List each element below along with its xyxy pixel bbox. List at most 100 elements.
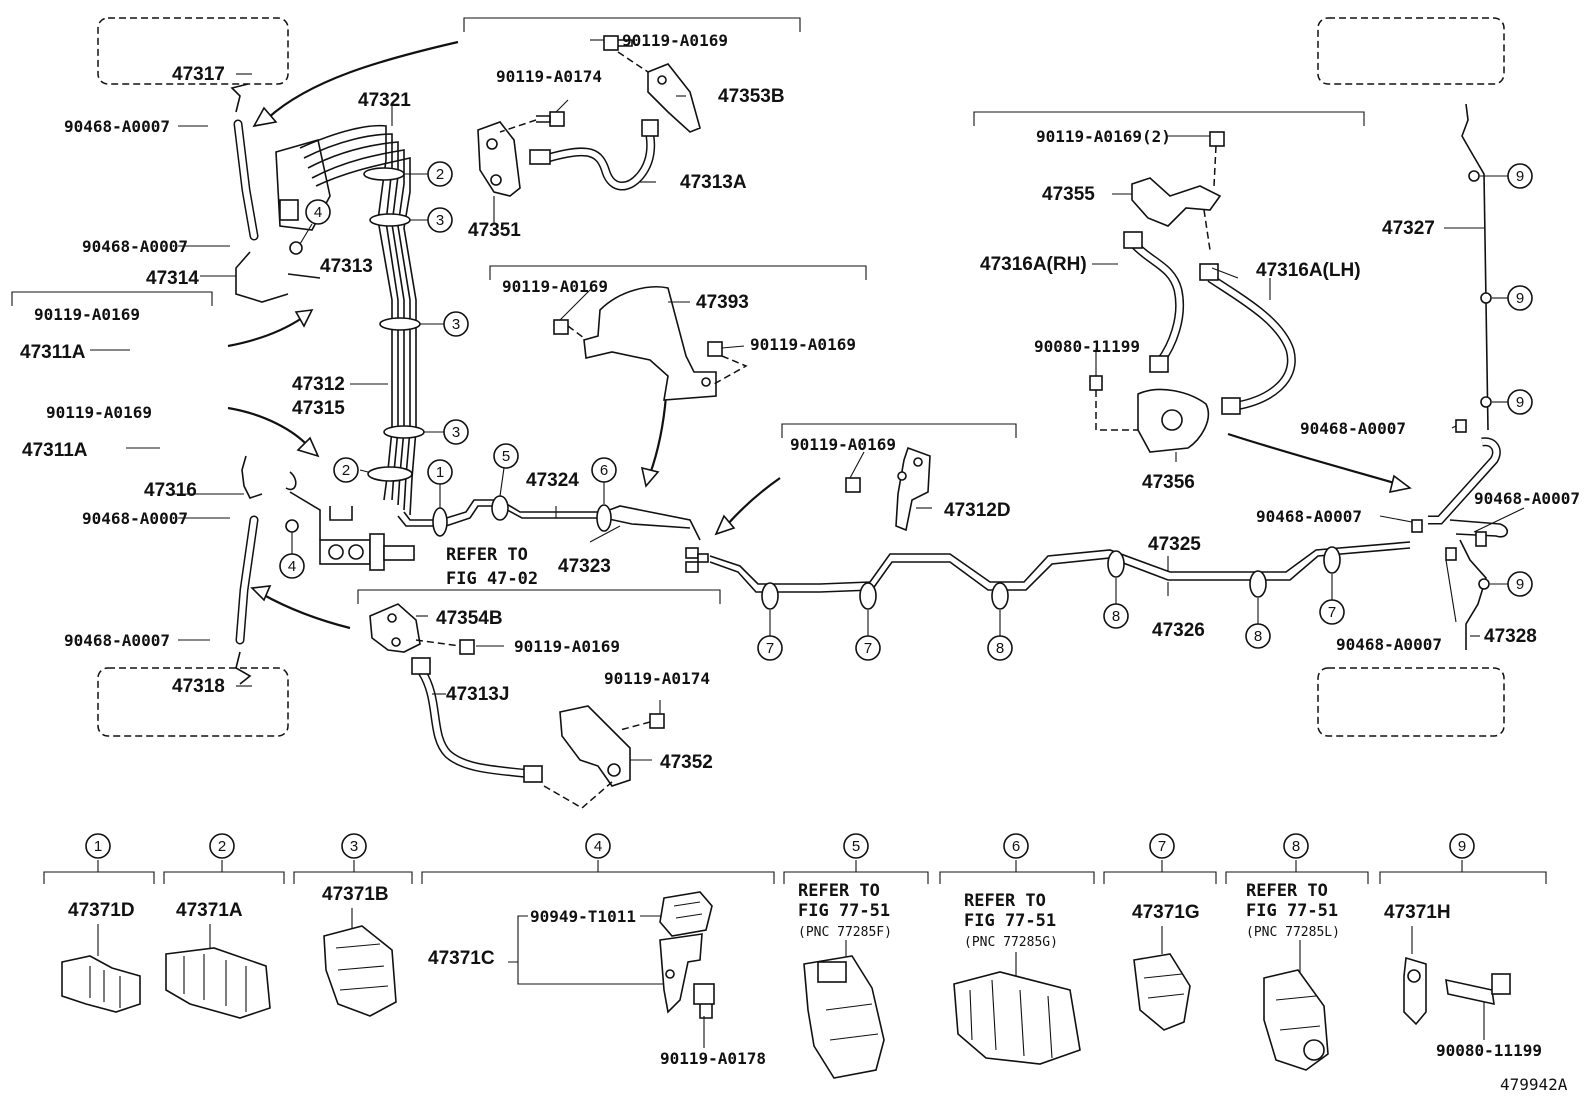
label-90468-r1: 90468-A0007 <box>1300 419 1406 438</box>
legend-90080-11199: 90080-11199 <box>1436 1041 1542 1060</box>
bolt-47352 <box>649 713 665 729</box>
svg-text:8: 8 <box>996 640 1004 657</box>
label-47326: 47326 <box>1152 620 1205 641</box>
master-cylinder <box>289 491 415 571</box>
svg-text:2: 2 <box>342 462 350 479</box>
bolt-a0174 <box>536 111 565 127</box>
label-refer-to: REFER TO <box>446 545 528 565</box>
arrow-47312D <box>725 477 781 527</box>
legend-6-ref3: (PNC 77285G) <box>964 935 1058 950</box>
label-90119-m2: 90119-A0169 <box>750 335 856 354</box>
label-47325: 47325 <box>1148 534 1201 555</box>
bracket-47354B <box>357 589 721 604</box>
legend-num-4: 4 <box>594 838 602 855</box>
line-47323 <box>397 505 691 529</box>
label-fig-47-02: FIG 47-02 <box>446 569 538 589</box>
bolt-47354B <box>459 639 475 655</box>
label-90468-b: 90468-A0007 <box>82 237 188 256</box>
label-90119-r2: 90119-A0169(2) <box>1036 127 1171 146</box>
bracket-47356 <box>1137 388 1210 453</box>
svg-text:3: 3 <box>452 424 460 441</box>
svg-text:9: 9 <box>1516 576 1524 593</box>
label-47316A-lh: 47316A(LH) <box>1256 260 1361 281</box>
svg-text:8: 8 <box>1112 608 1120 625</box>
label-90119-tl: 90119-A0169 <box>34 305 140 324</box>
label-90119-top: 90119-A0169 <box>622 31 728 50</box>
label-47313: 47313 <box>320 256 373 277</box>
clip-77285L-icon <box>1263 969 1329 1071</box>
label-47327: 47327 <box>1382 218 1435 239</box>
legend-6-ref2: FIG 77-51 <box>964 911 1056 931</box>
hose-right <box>1428 437 1501 525</box>
label-47323: 47323 <box>558 556 611 577</box>
clip-47371H-icon <box>1403 956 1511 1026</box>
label-47313A: 47313A <box>680 172 747 193</box>
svg-text:7: 7 <box>864 640 872 657</box>
label-47315: 47315 <box>292 398 345 419</box>
dashed-box-top-left <box>97 17 289 85</box>
label-90468-c: 90468-A0007 <box>82 509 188 528</box>
label-47321: 47321 <box>358 90 411 111</box>
line-47327 <box>1461 103 1489 431</box>
hose-47316A-RH <box>1123 231 1185 373</box>
svg-text:6: 6 <box>600 462 608 479</box>
label-47318: 47318 <box>172 676 225 697</box>
legend-num-7: 7 <box>1158 838 1166 855</box>
label-47312: 47312 <box>292 374 345 395</box>
bracket-47354B <box>369 603 421 653</box>
svg-text:4: 4 <box>314 204 322 221</box>
label-47393: 47393 <box>696 292 749 313</box>
label-47313J: 47313J <box>446 684 509 705</box>
label-90468-r2: 90468-A0007 <box>1256 507 1362 526</box>
label-90119-a0174b: 90119-A0174 <box>604 669 710 688</box>
legend-90949: 90949-T1011 <box>530 907 636 926</box>
label-47317: 47317 <box>172 64 225 85</box>
bracket-middle <box>489 265 867 280</box>
svg-text:1: 1 <box>436 464 444 481</box>
svg-text:3: 3 <box>452 316 460 333</box>
label-90119-m3: 90119-A0169 <box>514 637 620 656</box>
svg-text:9: 9 <box>1516 168 1524 185</box>
label-47352: 47352 <box>660 752 713 773</box>
legend-num-9: 9 <box>1458 838 1466 855</box>
legend-47371D: 47371D <box>68 900 135 921</box>
label-47356: 47356 <box>1142 472 1195 493</box>
bolt-47355 <box>1209 131 1225 147</box>
label-47316A-rh: 47316A(RH) <box>980 254 1087 275</box>
callout-circles: 2 3 4 3 3 2 1 5 6 4 <box>279 161 1533 661</box>
bracket-right <box>973 111 1365 126</box>
label-47351: 47351 <box>468 220 521 241</box>
legend-90119-a0178: 90119-A0178 <box>660 1049 766 1068</box>
legend-num-3: 3 <box>350 838 358 855</box>
svg-text:4: 4 <box>288 558 296 575</box>
legend-num-1: 1 <box>94 838 102 855</box>
legend-num-8: 8 <box>1292 838 1300 855</box>
bracket-top-center <box>463 17 801 32</box>
legend: 1 2 3 4 5 6 7 8 9 47371D 47371A 47371B 4… <box>43 833 1547 1079</box>
clip-47371B-icon <box>323 925 397 1017</box>
svg-text:3: 3 <box>436 212 444 229</box>
hose-47313J <box>411 657 543 783</box>
line-47314 <box>235 251 289 303</box>
dashed-box-top-right <box>1317 17 1505 85</box>
svg-text:5: 5 <box>502 448 510 465</box>
label-90119-a0174: 90119-A0174 <box>496 67 602 86</box>
label-90080: 90080-11199 <box>1034 337 1140 356</box>
arrow-47311A-1 <box>227 317 303 348</box>
label-90119-r1: 90119-A0169 <box>790 435 896 454</box>
bolt-47393-right <box>707 341 723 357</box>
label-90468-d: 90468-A0007 <box>64 631 170 650</box>
bracket-47312D <box>895 446 931 532</box>
label-47353B: 47353B <box>718 86 785 107</box>
legend-47371B: 47371B <box>322 884 389 905</box>
label-90468-r3: 90468-A0007 <box>1474 489 1580 508</box>
clip-47371G-icon <box>1133 953 1191 1031</box>
legend-5-ref2: FIG 77-51 <box>798 901 890 921</box>
bracket-47352 <box>559 705 631 787</box>
bolt-top <box>603 35 633 51</box>
legend-num-5: 5 <box>852 838 860 855</box>
hose-47318-tip <box>235 651 252 685</box>
legend-47371H: 47371H <box>1384 902 1451 923</box>
